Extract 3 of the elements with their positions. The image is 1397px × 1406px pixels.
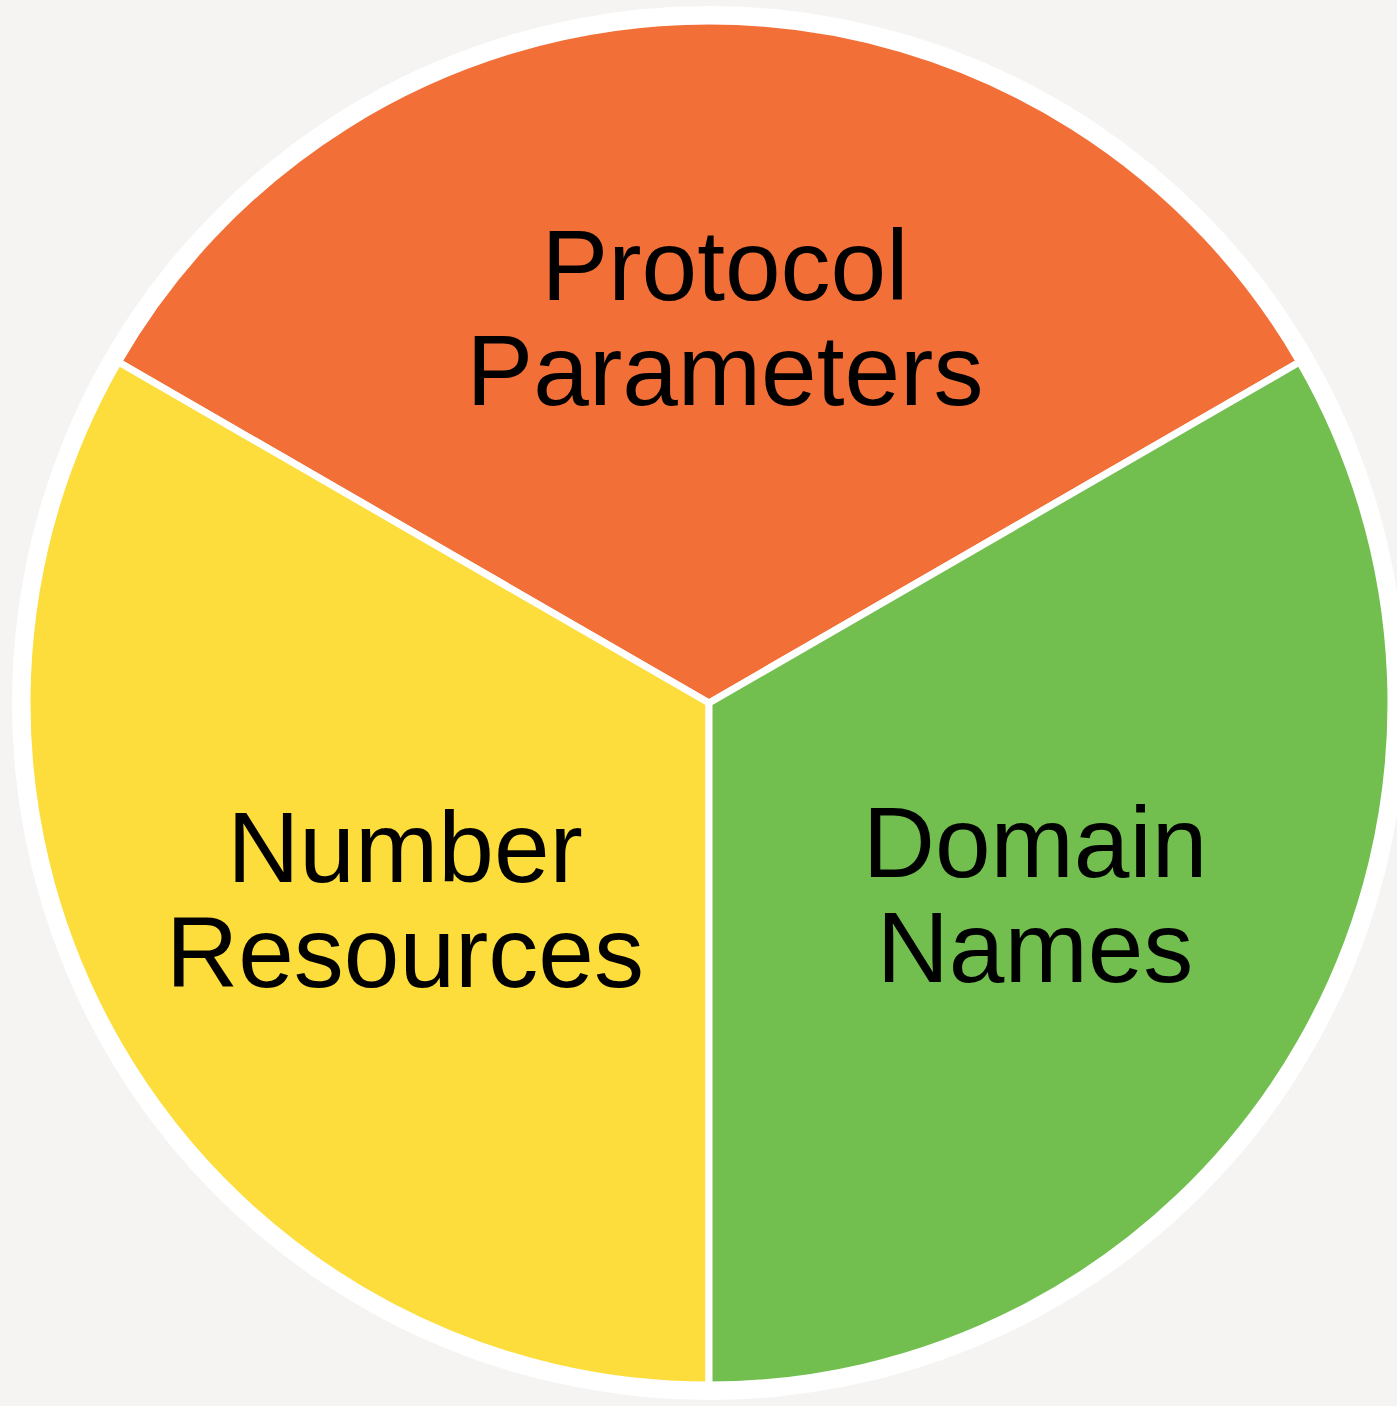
sector-label: Number Resources: [135, 795, 675, 1005]
sector-label: Protocol Parameters: [425, 213, 1025, 423]
sector-label: Domain Names: [825, 790, 1245, 1000]
